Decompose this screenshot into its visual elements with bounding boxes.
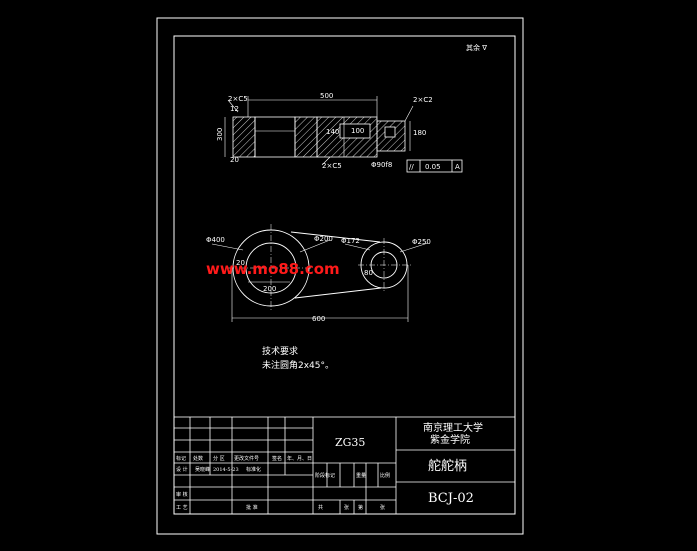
tech-req-title: 技术要求 (262, 345, 298, 357)
watermark: www.mo88.com (206, 260, 340, 278)
rev-header-mark: 标记 (176, 455, 186, 462)
drawing-number: BCJ-02 (428, 491, 474, 506)
chamfer-right-label: 2×C2 (413, 96, 433, 104)
left-hub-bore (254, 116, 296, 158)
step-100-label: 100 (351, 127, 364, 135)
outer-border (156, 17, 524, 535)
tech-req-line1: 未注圆角2x45°。 (262, 359, 334, 371)
design-row-name: 吴晓峰 (195, 466, 210, 473)
tolerance-value: 0.05 (425, 163, 441, 171)
scale-header-stage: 阶段标记 (315, 472, 335, 479)
design-row-date: 2014-5-23 (213, 467, 239, 473)
left-hub-hatch-right (294, 116, 318, 158)
approve-label: 批 准 (246, 504, 258, 511)
diam-bottom-label: Φ90f8 (371, 161, 392, 169)
chamfer-bottom-label: 2×C5 (322, 162, 342, 170)
scale-header-scale: 比例 (380, 472, 390, 479)
rev-header-count: 处数 (193, 455, 203, 462)
r80-label: 80 (364, 269, 373, 277)
d250-label: Φ250 (412, 238, 431, 246)
review-label: 审 核 (176, 491, 188, 498)
sheet-total-unit: 张 (344, 504, 349, 511)
d200-label: Φ200 (314, 235, 333, 243)
tolerance-frame (406, 159, 463, 173)
part-name: 舵舵柄 (428, 459, 467, 474)
rev-header-date: 年、月、日 (287, 455, 312, 462)
design-row-label: 设 计 (176, 466, 188, 473)
process-label: 工 艺 (176, 505, 188, 511)
rev-header-doc: 更改文件号 (234, 455, 259, 462)
school-line1: 南京理工大学 (423, 421, 483, 434)
section-view: 2×C5 2×C2 500 300 140 12 100 20 180 2×C5… (216, 92, 463, 173)
r20-label: 20 (236, 259, 245, 267)
hole-140-label: 140 (326, 128, 339, 136)
left-hub-hatch-top (232, 116, 256, 158)
arm-edge-top (290, 231, 381, 243)
title-block (173, 416, 516, 515)
d172-label: Φ172 (341, 237, 360, 245)
tolerance-symbol: // (409, 163, 414, 171)
rev-header-sign: 签名 (272, 455, 282, 462)
scale-header-weight: 重量 (356, 472, 366, 479)
material-label: ZG35 (335, 436, 365, 449)
surface-finish-note: 其余 ∇ (466, 43, 487, 52)
height-300-label: 300 (216, 128, 224, 141)
length-500-label: 500 (320, 92, 333, 100)
chamfer-left-label: 2×C5 (228, 95, 248, 103)
d400-label: Φ400 (206, 236, 225, 244)
small-12-label: 12 (230, 105, 239, 113)
arm-edge-bottom (294, 287, 382, 299)
small-20-label: 20 (230, 156, 239, 164)
rev-header-zone: 分 区 (213, 455, 225, 462)
school-line2: 紫金学院 (430, 433, 470, 446)
sheet-total: 共 (318, 504, 323, 511)
length-600-label: 600 (312, 315, 325, 323)
r200-label: 200 (263, 285, 276, 293)
datum-label: A (455, 163, 460, 171)
sheet-no: 第 (358, 504, 363, 511)
plan-view: Φ400 Φ200 Φ172 Φ250 20 80 200 600 (206, 224, 431, 323)
right-height-label: 180 (413, 129, 426, 137)
arm-bore (339, 123, 371, 139)
right-hub-bore (384, 126, 396, 138)
sheet-no-unit: 张 (380, 504, 385, 511)
design-row-std: 标准化 (246, 466, 261, 473)
